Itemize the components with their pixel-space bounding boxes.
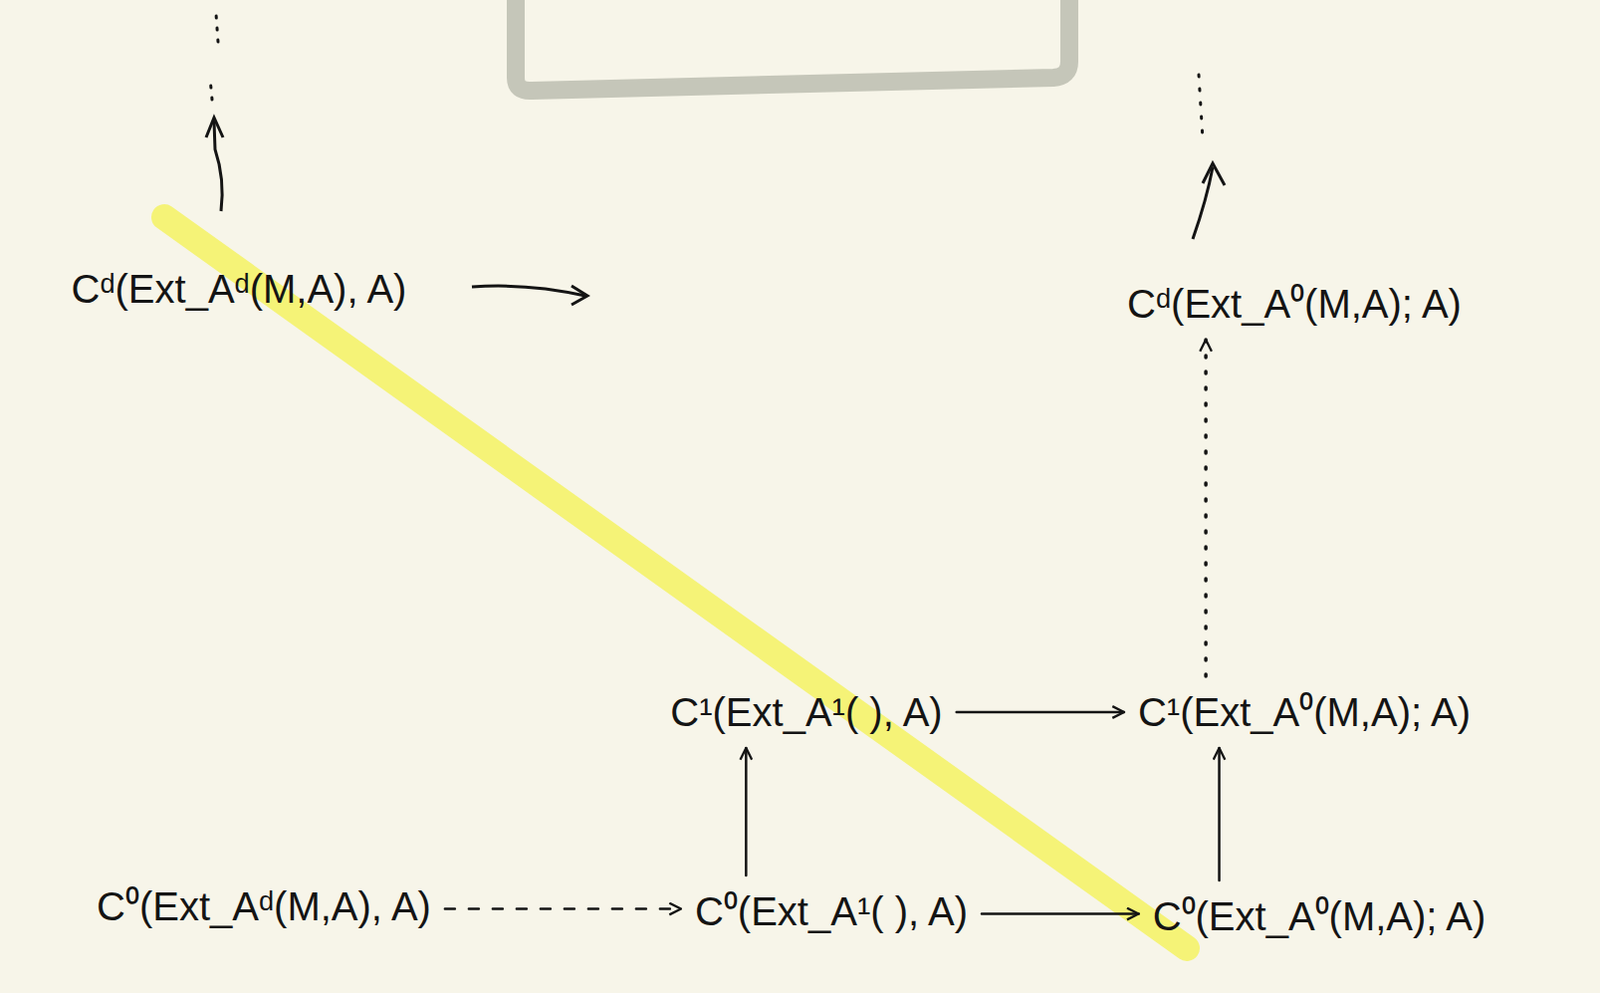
- term-text: C⁰(Ext_A¹( ), A): [694, 887, 968, 935]
- differential-arrow: [981, 912, 1140, 915]
- term-text: Cᵈ(Ext_A⁰(M,A); A): [1127, 279, 1462, 328]
- grey-frame: [515, 0, 1070, 91]
- arrow-head: [206, 117, 224, 138]
- complex-term: C⁰(Ext_Aᵈ(M,A), A): [90, 878, 438, 934]
- differential-arrow: [1217, 747, 1221, 881]
- arrow-head: [571, 285, 588, 305]
- continuation-dots: [216, 13, 219, 42]
- continuation-dots: [210, 77, 213, 100]
- complex-term: Cᵈ(Ext_Aᵈ(M,A), A): [65, 260, 414, 317]
- differential-arrow: [956, 710, 1125, 714]
- complex-term: C¹(Ext_A¹( ), A): [664, 684, 948, 740]
- term-text: C⁰(Ext_A⁰(M,A); A): [1152, 892, 1487, 940]
- complex-term: C⁰(Ext_A⁰(M,A); A): [1146, 888, 1493, 944]
- up-arrow: [1192, 167, 1213, 239]
- term-text: Cᵈ(Ext_Aᵈ(M,A), A): [71, 264, 408, 313]
- continuation-dots: [1198, 74, 1203, 140]
- term-text: C⁰(Ext_Aᵈ(M,A), A): [96, 882, 432, 930]
- differential-arrow: [744, 747, 748, 876]
- differential-arrow: [445, 907, 682, 911]
- differential-arrow: [1203, 339, 1208, 677]
- highlight-stroke: [164, 217, 1187, 948]
- term-text: C¹(Ext_A¹( ), A): [670, 687, 942, 736]
- complex-term: C¹(Ext_A⁰(M,A); A): [1132, 684, 1477, 740]
- term-text: C¹(Ext_A⁰(M,A); A): [1138, 687, 1471, 736]
- arrow-head: [1202, 163, 1225, 186]
- complex-term: Cᵈ(Ext_A⁰(M,A); A): [1121, 275, 1468, 332]
- complex-term: C⁰(Ext_A¹( ), A): [688, 883, 974, 939]
- right-arrow: [471, 285, 586, 296]
